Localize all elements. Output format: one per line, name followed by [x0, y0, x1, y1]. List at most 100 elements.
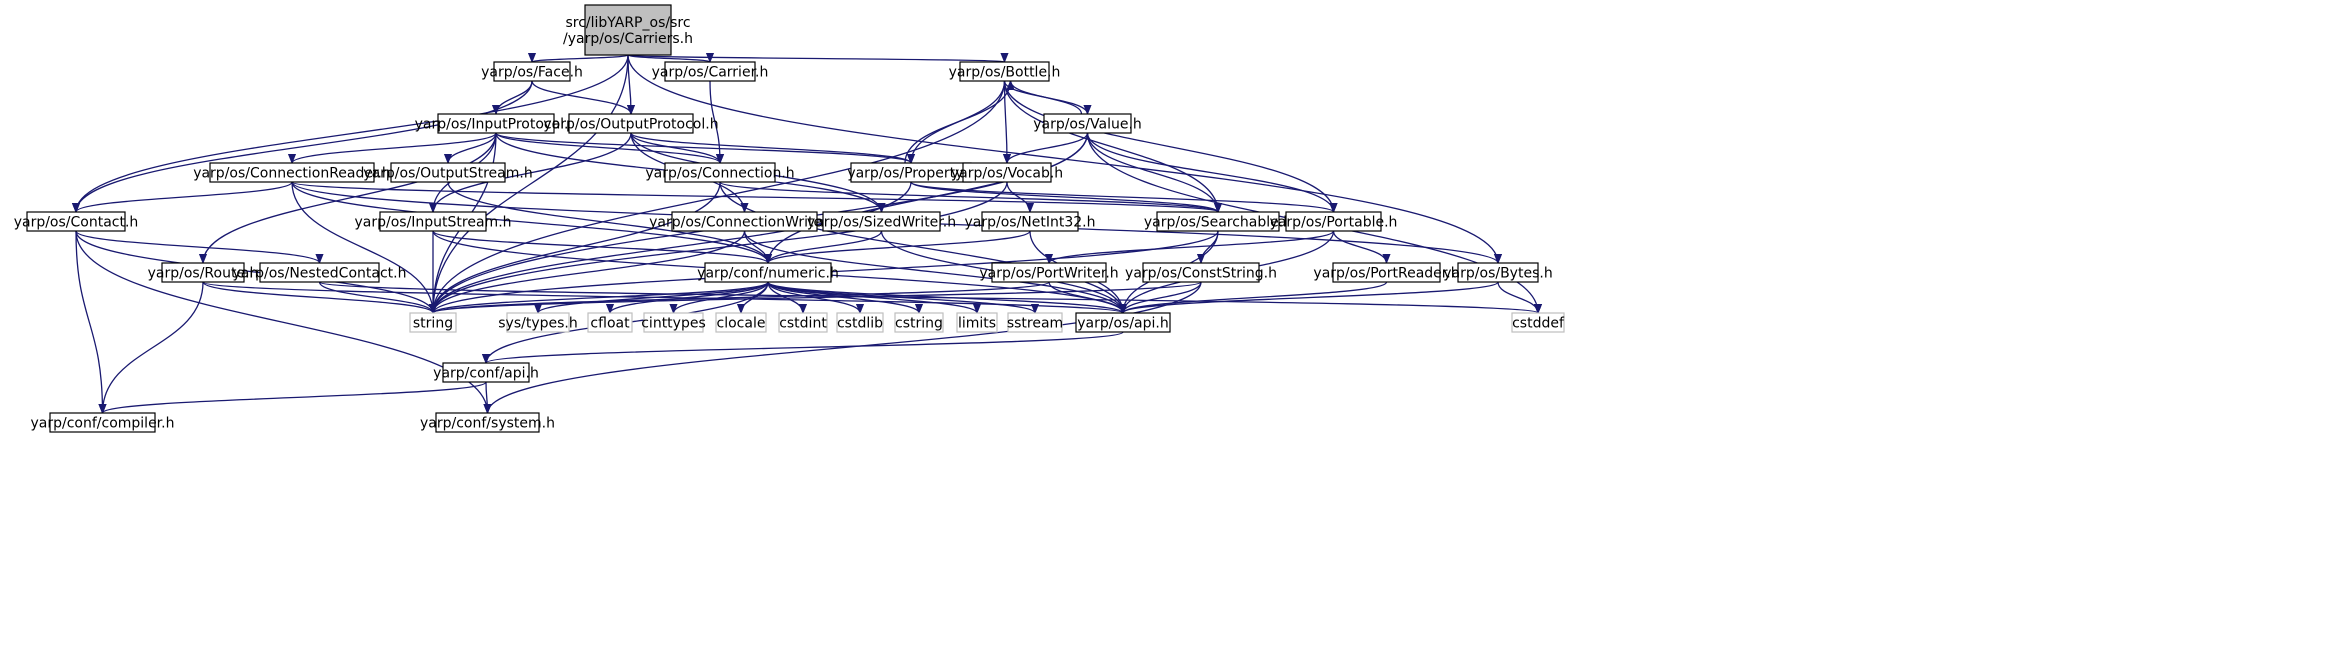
node-box-searchable [1156, 211, 1280, 232]
node-cstring: cstring [894, 312, 944, 333]
nodes-layer: src/libYARP_os/src/yarp/os/Carriers.hyar… [14, 4, 1565, 433]
node-label-inputprotocol: yarp/os/InputProtocol.h [415, 117, 578, 133]
node-box-confapi [442, 362, 530, 383]
node-label-carrier: yarp/os/Carrier.h [652, 65, 769, 81]
node-label-portreader: yarp/os/PortReader.h [1313, 266, 1459, 282]
node-box-sizedwriter [822, 211, 941, 232]
edge-numeric-to-limits [767, 281, 977, 314]
edge-face-to-outputprotocol [531, 80, 631, 115]
edge-netint32-to-numeric [768, 230, 1031, 264]
node-label-connection: yarp/os/Connection.h [645, 166, 794, 182]
node-bytes[interactable]: yarp/os/Bytes.h [1443, 262, 1553, 283]
edge-inputstream-to-numeric [432, 230, 768, 264]
node-label-contact: yarp/os/Contact.h [14, 215, 139, 231]
node-outputprotocol[interactable]: yarp/os/OutputProtocol.h [543, 113, 719, 134]
edge-face-to-inputprotocol [496, 80, 533, 115]
node-label-sstream: sstream [1007, 316, 1063, 332]
node-connectionreader[interactable]: yarp/os/ConnectionReader.h [193, 162, 391, 183]
edge-face-to-contact [76, 80, 533, 212]
edge-nestedcontact-to-cstddef [318, 281, 1539, 314]
node-portwriter[interactable]: yarp/os/PortWriter.h [979, 262, 1119, 283]
edge-inputprotocol-to-route [203, 132, 497, 263]
node-box-face [493, 61, 571, 82]
node-portable[interactable]: yarp/os/Portable.h [1270, 211, 1398, 232]
edge-outputprotocol-to-inputstream [433, 132, 632, 213]
node-clocale: clocale [715, 312, 767, 333]
node-vocab[interactable]: yarp/os/Vocab.h [951, 162, 1063, 183]
edge-route-to-string [202, 281, 433, 314]
node-label-conststring: yarp/os/ConstString.h [1125, 266, 1277, 282]
node-label-compiler: yarp/conf/compiler.h [31, 416, 175, 432]
node-searchable[interactable]: yarp/os/Searchable.h [1144, 211, 1292, 232]
node-conststring[interactable]: yarp/os/ConstString.h [1125, 262, 1277, 283]
node-nestedcontact[interactable]: yarp/os/NestedContact.h [233, 262, 407, 283]
node-root[interactable]: src/libYARP_os/src/yarp/os/Carriers.h [563, 4, 693, 56]
edge-bottle-to-portable [1003, 80, 1334, 212]
node-inputprotocol[interactable]: yarp/os/InputProtocol.h [415, 113, 578, 134]
node-cstdint: cstdint [778, 312, 828, 333]
node-numeric[interactable]: yarp/conf/numeric.h [697, 262, 839, 283]
edge-connectionreader-to-string [291, 181, 433, 313]
node-box-compiler [49, 412, 156, 433]
node-box-outputprotocol [568, 113, 694, 134]
node-box-route [161, 262, 245, 283]
node-label-inputstream: yarp/os/InputStream.h [354, 215, 511, 231]
node-box-cfloat [587, 312, 633, 333]
node-route[interactable]: yarp/os/Route.h [148, 262, 259, 283]
node-label-property: yarp/os/Property.h [847, 166, 974, 182]
node-compiler[interactable]: yarp/conf/compiler.h [31, 412, 175, 433]
node-outputstream[interactable]: yarp/os/OutputStream.h [363, 162, 533, 183]
edge-bytes-to-cstddef [1497, 281, 1538, 314]
node-inputstream[interactable]: yarp/os/InputStream.h [354, 211, 512, 232]
edge-portable-to-portwriter [1049, 230, 1335, 264]
node-box-nestedcontact [259, 262, 380, 283]
node-sizedwriter[interactable]: yarp/os/SizedWriter.h [807, 211, 956, 232]
edge-value-to-vocab [1007, 132, 1089, 164]
node-value[interactable]: yarp/os/Value.h [1033, 113, 1142, 134]
node-box-portreader [1332, 262, 1441, 283]
node-label-cfloat: cfloat [590, 316, 630, 332]
node-bottle[interactable]: yarp/os/Bottle.h [949, 61, 1061, 82]
node-label-string: string [413, 316, 453, 332]
edge-contact-to-string [75, 230, 433, 314]
node-system[interactable]: yarp/conf/system.h [420, 412, 555, 433]
node-osapi[interactable]: yarp/os/api.h [1075, 312, 1171, 333]
node-box-connectionreader [209, 162, 375, 183]
node-face[interactable]: yarp/os/Face.h [481, 61, 583, 82]
edge-value-to-searchable [1086, 132, 1219, 213]
edge-portreader-to-osapi [1123, 281, 1388, 314]
node-label-numeric: yarp/conf/numeric.h [697, 266, 839, 282]
node-netint32[interactable]: yarp/os/NetInt32.h [964, 211, 1096, 232]
edge-root-to-carrier [627, 55, 710, 63]
node-connection[interactable]: yarp/os/Connection.h [645, 162, 795, 183]
edge-confapi-to-system [486, 381, 488, 413]
node-label-searchable: yarp/os/Searchable.h [1144, 215, 1292, 231]
node-contact[interactable]: yarp/os/Contact.h [14, 211, 139, 232]
node-box-root [584, 4, 672, 56]
node-property[interactable]: yarp/os/Property.h [847, 162, 975, 183]
edge-numeric-to-sstream [767, 281, 1035, 314]
node-label-nestedcontact: yarp/os/NestedContact.h [233, 266, 407, 282]
edges-layer [75, 55, 1539, 414]
node-box-conststring [1142, 262, 1260, 283]
edge-confapi-to-compiler [103, 381, 487, 414]
edge-outputprotocol-to-connection [630, 132, 720, 164]
node-label-connectionreader: yarp/os/ConnectionReader.h [193, 166, 391, 182]
node-box-value [1043, 113, 1132, 134]
node-label-confapi: yarp/conf/api.h [433, 366, 539, 382]
node-carrier[interactable]: yarp/os/Carrier.h [652, 61, 769, 82]
edge-value-to-portable [1086, 132, 1334, 213]
node-label-face: yarp/os/Face.h [481, 65, 583, 81]
node-box-bottle [959, 61, 1050, 82]
node-box-contact [26, 211, 126, 232]
node-label-value: yarp/os/Value.h [1033, 117, 1142, 133]
node-connectionwriter[interactable]: yarp/os/ConnectionWriter.h [649, 211, 840, 232]
node-portreader[interactable]: yarp/os/PortReader.h [1313, 262, 1460, 283]
node-label-route: yarp/os/Route.h [148, 266, 259, 282]
edge-route-to-osapi [202, 281, 1123, 314]
edge-outputprotocol-to-property [630, 132, 911, 164]
edge-connectionwriter-to-osapi [743, 230, 1124, 314]
edge-root-to-bottle [627, 55, 1005, 63]
node-confapi[interactable]: yarp/conf/api.h [433, 362, 539, 383]
node-label-bytes: yarp/os/Bytes.h [1443, 266, 1552, 282]
